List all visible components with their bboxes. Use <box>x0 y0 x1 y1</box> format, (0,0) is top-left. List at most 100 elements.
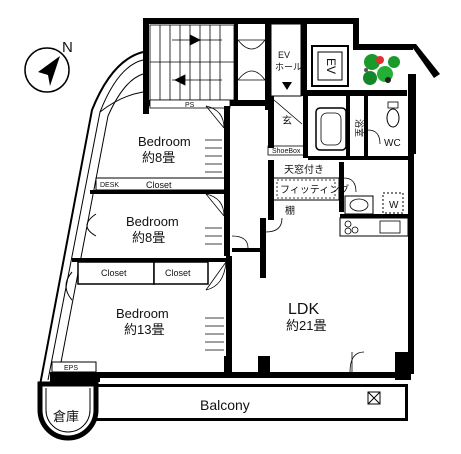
kitchen <box>339 217 409 237</box>
fitting-dashed-box <box>276 179 336 199</box>
closet-right <box>153 261 209 285</box>
skylight-label: 天窓付き <box>284 163 324 176</box>
wall <box>50 372 100 382</box>
door-arc <box>205 193 225 217</box>
door-leaf <box>205 105 225 129</box>
bedroom2-size: 約8畳 <box>132 230 165 245</box>
ev-hall-label-2: ホール <box>275 62 302 72</box>
plant-icon <box>363 71 377 85</box>
door-arc <box>349 351 365 373</box>
wall <box>226 256 232 356</box>
window-arc <box>65 271 73 301</box>
shoebox <box>267 145 305 156</box>
wall <box>143 18 353 24</box>
wall <box>353 44 413 50</box>
washbasin-bowl <box>349 198 369 212</box>
fitting-area: 天窓付き フィッティング 棚 W <box>268 160 408 220</box>
bedroom1-name: Bedroom <box>138 134 191 149</box>
wall <box>143 18 149 114</box>
room-labels: Bedroom 約8畳 Bedroom 約8畳 Bedroom 約13畳 LDK… <box>116 134 326 337</box>
door-arc <box>265 217 283 233</box>
toilet-tank <box>387 101 399 109</box>
door-leaf <box>205 261 227 291</box>
wall <box>268 160 274 220</box>
wall <box>364 96 368 158</box>
eps-space: EPS <box>51 361 97 373</box>
wall <box>203 100 273 106</box>
storage-wall <box>37 381 99 441</box>
ps-space: PS <box>149 99 231 109</box>
wall <box>353 18 359 48</box>
diagonal-wall-mid <box>57 73 144 379</box>
door-arc <box>205 261 227 291</box>
wall <box>340 214 408 218</box>
stair-arrow-icon <box>174 74 186 86</box>
tana-label: 棚 <box>285 204 295 217</box>
storage-wall-inner <box>45 388 91 433</box>
wc-label: WC <box>384 138 401 149</box>
wall <box>308 156 408 160</box>
sink <box>379 220 401 234</box>
doors <box>205 105 365 373</box>
wall <box>405 384 408 421</box>
bathtub <box>315 107 347 151</box>
compass: N <box>24 39 73 93</box>
window-arc <box>99 91 144 113</box>
wet-area: 玄 ShoeBox 浴室 WC <box>267 96 408 160</box>
wall <box>96 418 408 421</box>
window-arc <box>86 213 97 237</box>
wall <box>224 106 230 256</box>
desk-closet-labels: DESK Closet <box>100 180 172 190</box>
outer-walls <box>50 18 440 421</box>
wall <box>96 384 408 387</box>
w-label: W <box>389 200 399 211</box>
ps-label: PS <box>185 102 195 109</box>
ldk-name: LDK <box>288 301 319 318</box>
ldk-size: 約21畳 <box>286 318 326 333</box>
fitting-label: フィッティング <box>280 183 349 196</box>
interior-walls <box>72 106 266 356</box>
elevator-label: EV <box>324 58 338 74</box>
elevator-car <box>317 51 343 81</box>
stove-burner-icon <box>344 227 352 235</box>
diagonal-wall-outer <box>39 51 144 386</box>
closets: Closet Closet <box>77 261 209 285</box>
door-arc <box>231 235 249 249</box>
plant-icon <box>376 56 384 64</box>
door-arc <box>205 105 225 129</box>
closet-left-label: Closet <box>101 268 127 278</box>
ps-box <box>149 99 231 109</box>
wall <box>72 258 232 262</box>
wall <box>224 356 232 376</box>
door-leaf <box>205 193 225 217</box>
wall <box>90 190 228 194</box>
shoebox-label: ShoeBox <box>272 148 301 155</box>
drain-x <box>367 391 381 405</box>
wall <box>301 24 307 96</box>
plant-icon <box>364 54 380 70</box>
genkan-divider <box>273 99 303 125</box>
stair-door-arc <box>237 70 266 81</box>
stair-arrow-icon <box>189 34 201 46</box>
toilet-icon <box>386 108 400 128</box>
wall <box>265 18 271 110</box>
wall <box>232 248 266 252</box>
diagonal-wall <box>39 51 144 386</box>
wall <box>268 96 274 148</box>
genkan-label: 玄 <box>282 114 292 127</box>
bathtub-inner <box>320 112 342 146</box>
closet-right-label: Closet <box>165 268 191 278</box>
wall <box>346 96 350 156</box>
stair-door-arc <box>237 39 266 50</box>
compass-north-label: N <box>62 39 73 56</box>
wall <box>307 90 407 96</box>
bedroom2-name: Bedroom <box>126 214 179 229</box>
compass-arrow-icon <box>38 56 60 86</box>
compass-circle <box>24 47 70 93</box>
wall <box>234 24 238 102</box>
bath-label: 浴室 <box>354 119 365 137</box>
door-arc <box>343 177 357 193</box>
storage-label: 倉庫 <box>53 409 79 424</box>
eps-box <box>51 361 97 373</box>
